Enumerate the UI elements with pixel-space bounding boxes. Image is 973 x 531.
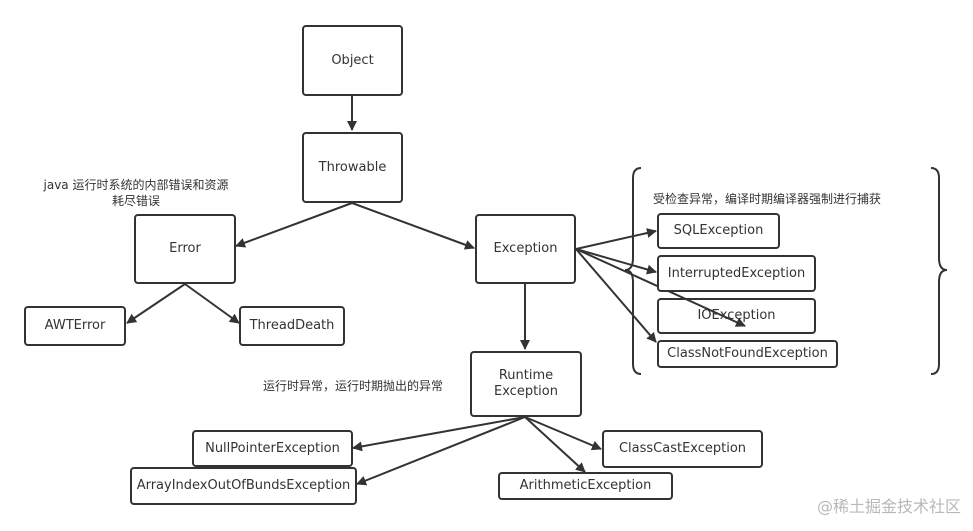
node-arithmetic-exception: ArithmeticException — [498, 472, 673, 500]
node-nullpointer-exception: NullPointerException — [192, 430, 353, 467]
node-error: Error — [134, 214, 236, 284]
node-awterror-label: AWTError — [44, 318, 106, 333]
left-brace — [624, 167, 642, 375]
node-io-exception-label: IOException — [697, 308, 776, 323]
node-interrupted-exception: InterruptedException — [657, 255, 816, 292]
edge-throwable-error — [235, 202, 353, 248]
node-exception: Exception — [475, 214, 576, 284]
checked-exception-note: 受检查异常，编译时期编译器强制进行捕获 — [653, 192, 882, 206]
node-throwable: Throwable — [302, 132, 403, 203]
right-brace — [930, 167, 948, 375]
node-error-label: Error — [169, 241, 201, 256]
node-sql-exception-label: SQLException — [673, 223, 764, 238]
watermark: @稀土掘金技术社区 — [816, 497, 961, 516]
edge-runtime-arrayindex — [356, 416, 526, 486]
node-io-exception: IOException — [657, 298, 816, 334]
edge-error-awterror — [126, 283, 186, 324]
node-threaddeath: ThreadDeath — [239, 306, 345, 346]
node-classnotfound-exception: ClassNotFoundException — [657, 340, 838, 368]
edge-exception-classnotfound — [575, 248, 657, 343]
node-arrayindex-exception: ArrayIndexOutOfBundsException — [130, 467, 357, 505]
node-runtime-exception: Runtime Exception — [470, 351, 582, 417]
edge-runtime-classcast — [524, 416, 602, 451]
node-interrupted-exception-label: InterruptedException — [667, 265, 806, 281]
node-arrayindex-exception-label: ArrayIndexOutOfBundsException — [136, 478, 351, 493]
edge-runtime-arithmetic — [524, 416, 586, 473]
node-sql-exception: SQLException — [657, 213, 780, 249]
edge-exception-interrupted — [575, 248, 657, 275]
node-awterror: AWTError — [24, 306, 126, 346]
node-classcast-exception: ClassCastException — [602, 430, 763, 468]
node-object-label: Object — [331, 52, 374, 68]
node-classcast-exception-label: ClassCastException — [618, 441, 747, 456]
node-object: Object — [302, 25, 403, 96]
node-classnotfound-exception-label: ClassNotFoundException — [667, 346, 828, 361]
node-threaddeath-label: ThreadDeath — [249, 318, 335, 333]
edge-error-threaddeath — [184, 283, 240, 324]
node-runtime-exception-label: Runtime Exception — [494, 368, 558, 399]
edge-exception-sql — [575, 228, 657, 250]
edge-throwable-exception — [351, 202, 475, 250]
edge-runtime-nullpointer — [352, 416, 526, 452]
node-throwable-label: Throwable — [318, 159, 387, 175]
node-nullpointer-exception-label: NullPointerException — [205, 440, 340, 456]
node-arithmetic-exception-label: ArithmeticException — [519, 478, 652, 493]
error-note: java 运行时系统的内部错误和资源 耗尽错误 — [43, 178, 229, 208]
node-exception-label: Exception — [493, 241, 558, 256]
runtime-exception-note: 运行时异常，运行时期抛出的异常 — [263, 379, 444, 393]
